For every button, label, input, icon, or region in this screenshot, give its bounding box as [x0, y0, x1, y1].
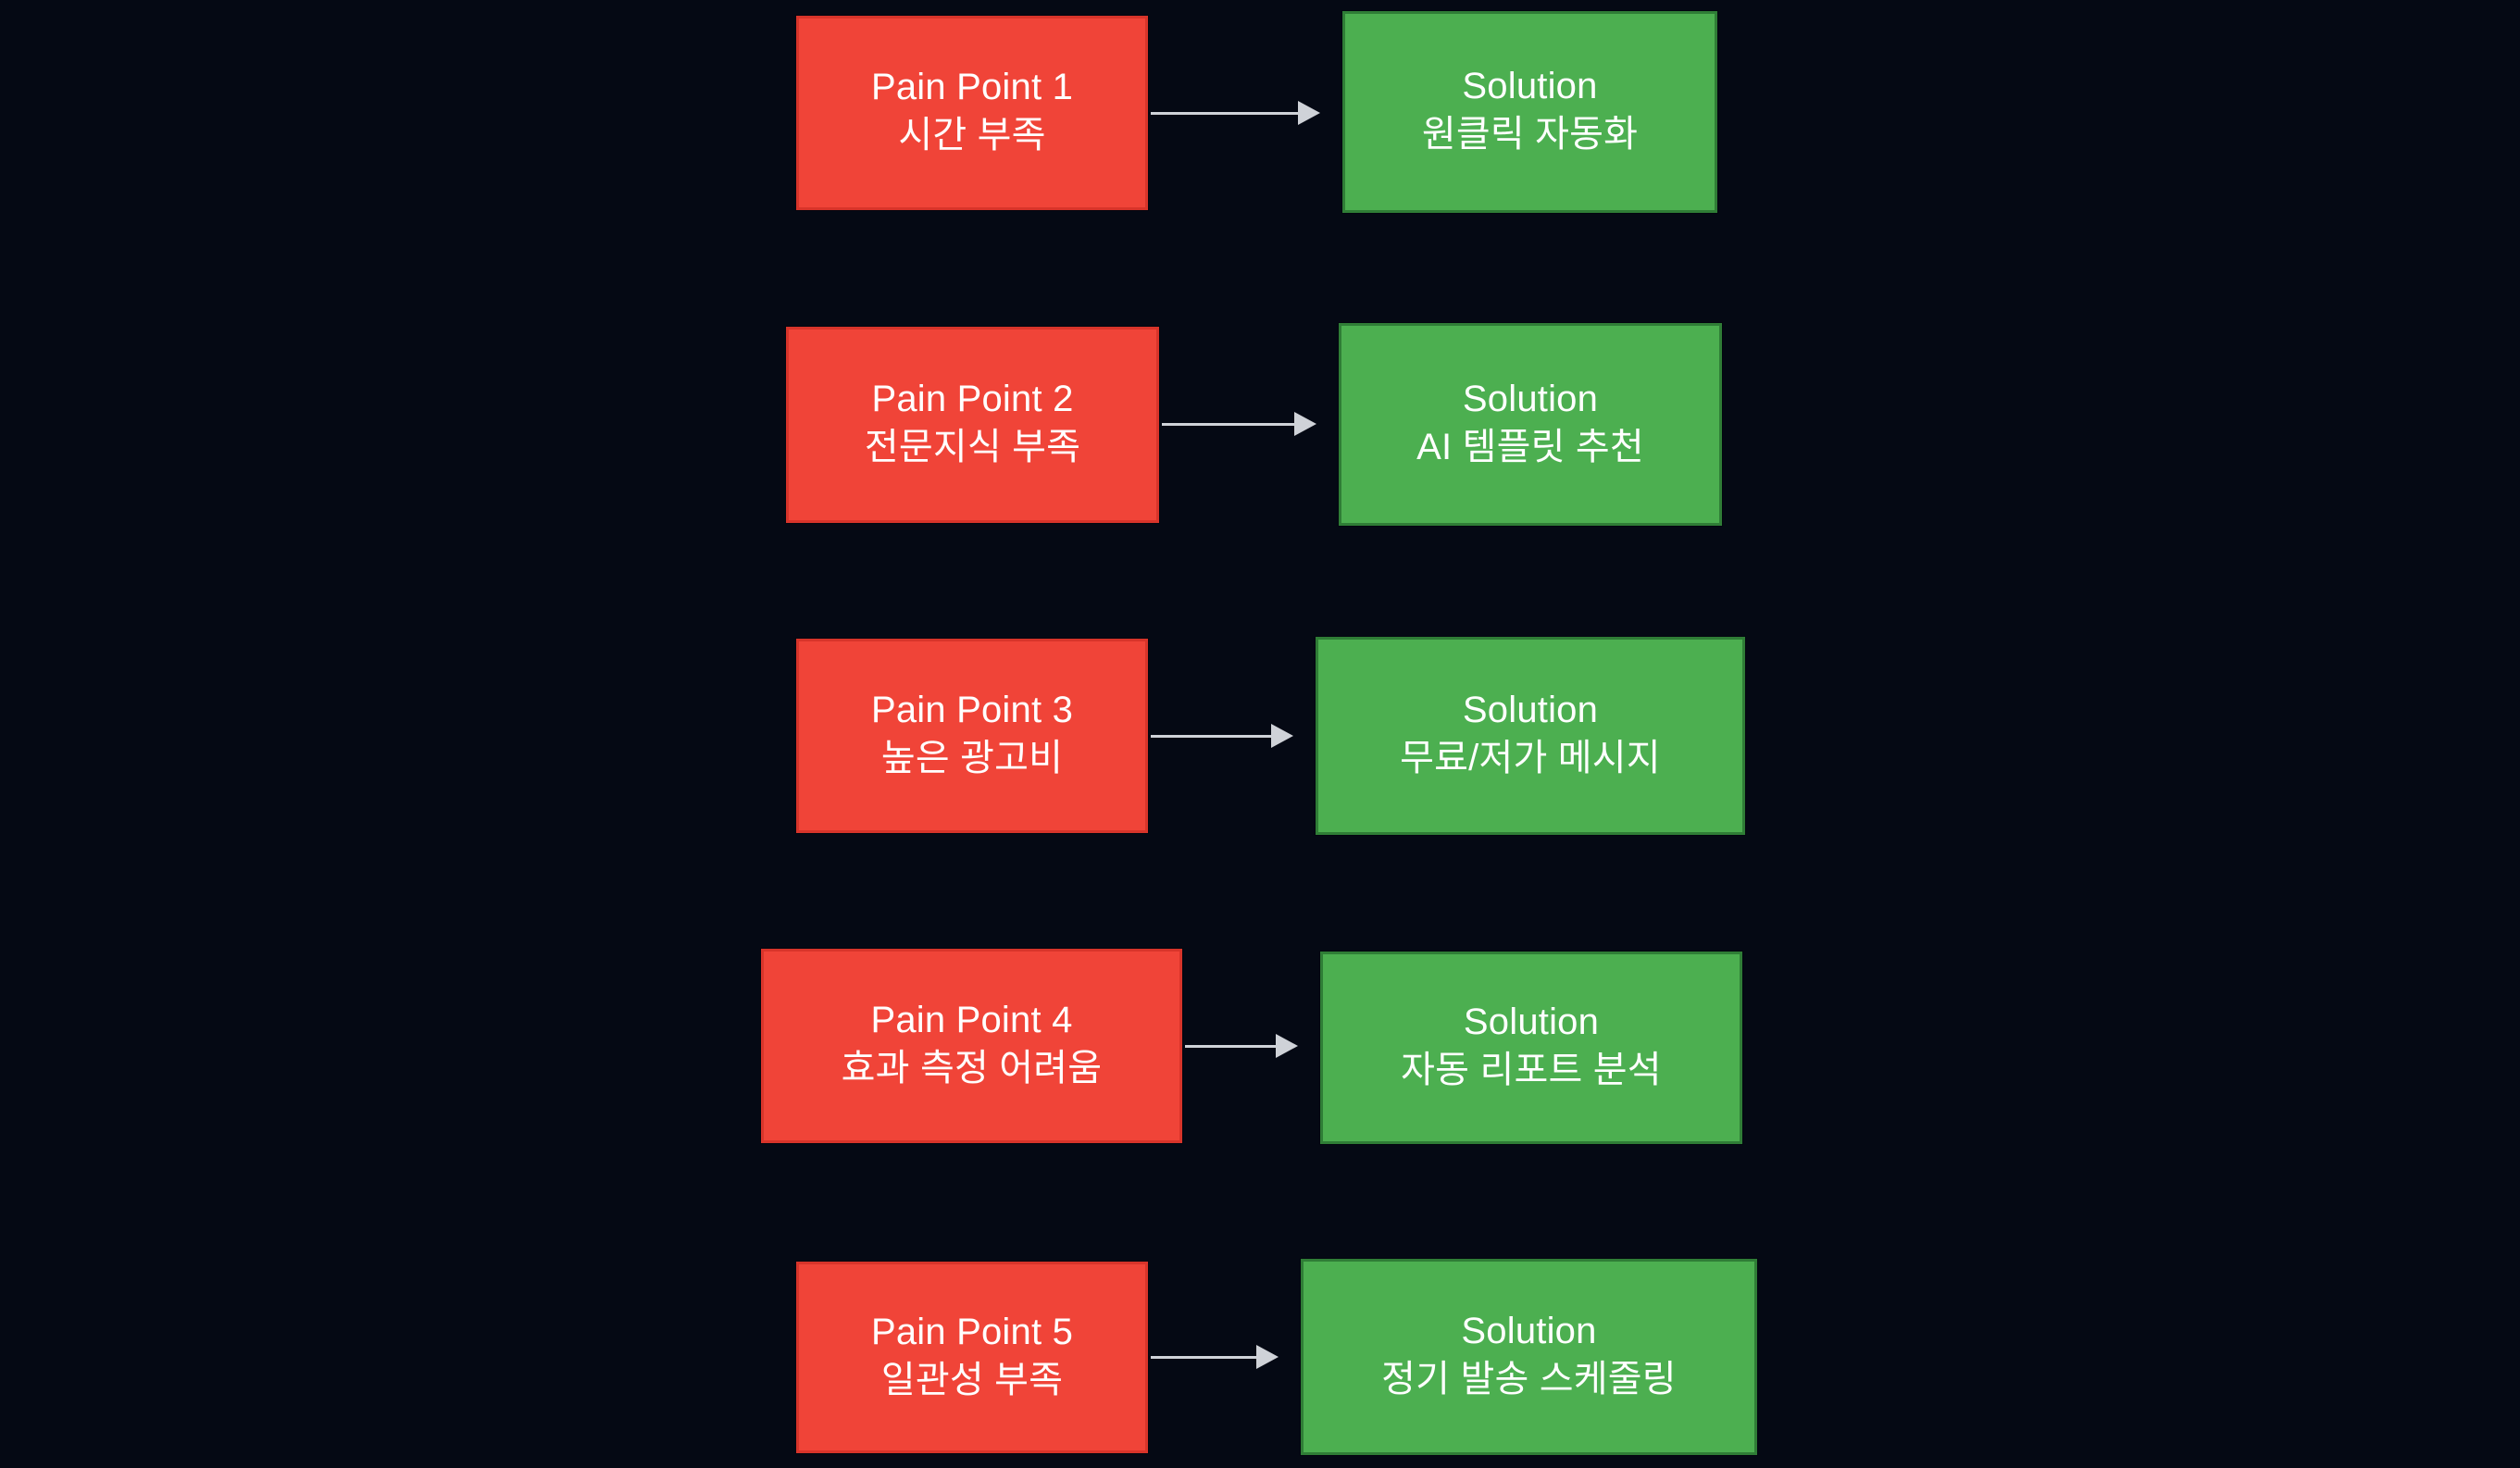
solution-box-3[interactable]: Solution 무료/저가 메시지 — [1316, 637, 1745, 835]
arrow-head-icon — [1256, 1345, 1279, 1369]
pain-point-box-5[interactable]: Pain Point 5 일관성 부족 — [796, 1262, 1148, 1453]
arrow-shaft — [1151, 1356, 1256, 1359]
pain-point-description: 높은 광고비 — [880, 738, 1064, 778]
pain-point-title: Pain Point 1 — [870, 67, 1074, 107]
pain-point-description: 일관성 부족 — [880, 1359, 1064, 1400]
pain-point-box-2[interactable]: Pain Point 2 전문지식 부족 — [786, 327, 1159, 523]
pain-point-box-3[interactable]: Pain Point 3 높은 광고비 — [796, 639, 1148, 833]
solution-description: AI 템플릿 추천 — [1416, 426, 1644, 467]
solution-box-5[interactable]: Solution 정기 발송 스케줄링 — [1301, 1259, 1757, 1455]
solution-description: 무료/저가 메시지 — [1400, 738, 1661, 778]
pain-point-description: 전문지식 부족 — [864, 427, 1081, 467]
solution-title: Solution — [1462, 690, 1599, 730]
arrow-head-icon — [1294, 412, 1316, 436]
pain-point-box-4[interactable]: Pain Point 4 효과 측정 어려움 — [761, 949, 1182, 1143]
solution-title: Solution — [1462, 378, 1599, 419]
solution-box-4[interactable]: Solution 자동 리포트 분석 — [1320, 952, 1742, 1144]
solution-title: Solution — [1462, 66, 1598, 106]
solution-description: 정기 발송 스케줄링 — [1381, 1359, 1677, 1400]
pain-point-description: 효과 측정 어려움 — [841, 1048, 1103, 1089]
arrow-shaft — [1162, 423, 1294, 426]
solution-title: Solution — [1463, 1001, 1600, 1042]
solution-description: 자동 리포트 분석 — [1401, 1050, 1662, 1090]
arrow-head-icon — [1298, 101, 1320, 125]
arrow-head-icon — [1276, 1034, 1298, 1058]
pain-point-box-1[interactable]: Pain Point 1 시간 부족 — [796, 16, 1148, 210]
pain-point-title: Pain Point 4 — [870, 1000, 1073, 1040]
pain-point-title: Pain Point 2 — [871, 379, 1074, 419]
arrow-shaft — [1151, 112, 1298, 115]
pain-point-title: Pain Point 3 — [870, 690, 1074, 730]
pain-point-title: Pain Point 5 — [870, 1311, 1074, 1352]
pain-point-description: 시간 부족 — [898, 115, 1046, 156]
arrow-head-icon — [1271, 724, 1293, 748]
solution-box-2[interactable]: Solution AI 템플릿 추천 — [1339, 323, 1722, 526]
arrow-shaft — [1185, 1045, 1276, 1048]
solution-description: 원클릭 자동화 — [1421, 114, 1639, 155]
solution-box-1[interactable]: Solution 원클릭 자동화 — [1342, 11, 1717, 213]
solution-title: Solution — [1461, 1311, 1597, 1351]
arrow-shaft — [1151, 735, 1271, 738]
